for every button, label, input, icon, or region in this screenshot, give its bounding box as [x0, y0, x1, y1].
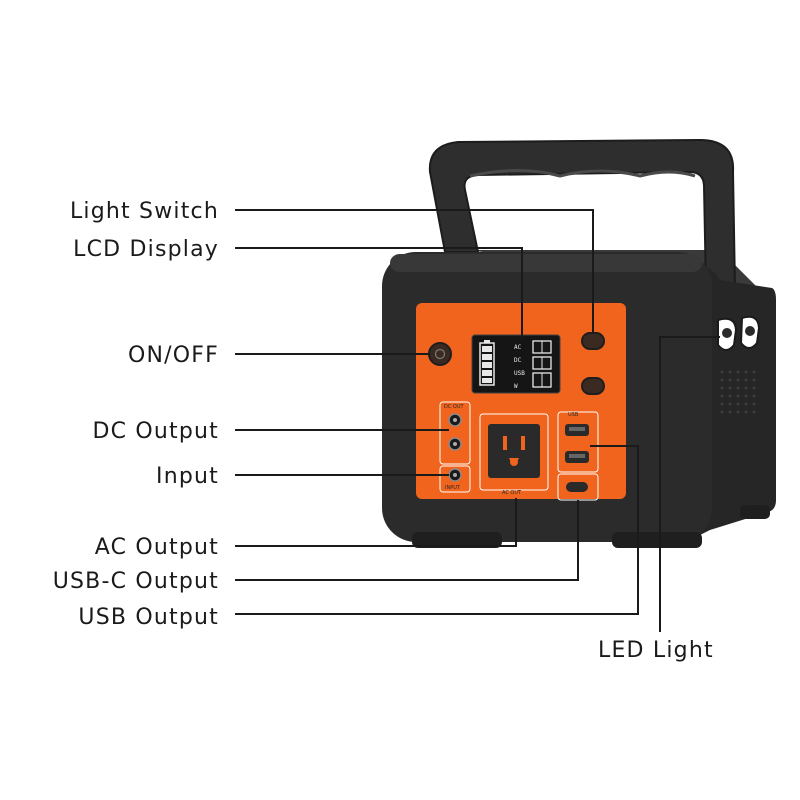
power-icon	[434, 348, 446, 360]
callout-input: Input	[156, 464, 219, 489]
ac-out-label: AC OUT	[502, 490, 522, 496]
callout-on-off: ON/OFF	[128, 343, 219, 368]
lcd-display: AC DC USB W	[471, 334, 561, 394]
foot-left	[412, 532, 502, 548]
callout-usb-output: USB Output	[78, 605, 219, 630]
leader-usb-c-output	[235, 500, 579, 581]
dc-switch-button[interactable]	[581, 377, 605, 395]
led-light-group	[717, 315, 761, 351]
handle-grip-highlight	[469, 169, 696, 178]
ac-outlet[interactable]	[488, 424, 540, 478]
battery-icon	[479, 340, 495, 386]
usb-label: USB	[568, 412, 579, 418]
leader-led-light	[659, 336, 720, 632]
input-label: INPUT	[445, 485, 461, 491]
lcd-row-ac: AC	[514, 344, 522, 351]
lcd-row-w: W	[514, 383, 518, 390]
lcd-row-usb: USB	[514, 370, 525, 377]
usb-c-port[interactable]	[566, 482, 588, 492]
ac-outlet-group: AC OUT	[479, 413, 549, 496]
leader-lines	[235, 209, 720, 632]
callout-labels: Light Switch LCD Display ON/OFF DC Outpu…	[53, 199, 714, 663]
body-top-bevel	[390, 254, 702, 272]
callout-usb-c-output: USB-C Output	[53, 569, 219, 594]
leader-ac-output	[235, 498, 517, 547]
orange-panel	[416, 303, 626, 499]
lcd-row-dc: DC	[514, 357, 522, 364]
side-vent	[720, 370, 756, 414]
dc-out-label: DC OUT	[444, 404, 465, 410]
leader-light-switch	[235, 209, 594, 333]
power-station: AC DC USB W DC OUT INPU	[382, 138, 776, 548]
dc-port-group: DC OUT	[439, 401, 471, 465]
callout-light-switch: Light Switch	[70, 199, 219, 224]
foot-side	[740, 505, 770, 519]
usb-c-label: USB-C	[568, 501, 584, 507]
leader-usb-output	[235, 445, 639, 615]
callout-ac-output: AC Output	[95, 535, 219, 560]
foot-right	[612, 532, 702, 548]
callout-led-light: LED Light	[598, 638, 714, 663]
usb-port-group: USB	[557, 411, 599, 473]
light-switch-button[interactable]	[581, 332, 605, 350]
callout-lcd-display: LCD Display	[73, 237, 219, 262]
callout-dc-output: DC Output	[92, 419, 219, 444]
power-button[interactable]	[428, 342, 452, 366]
usb-c-port-group: USB-C	[557, 473, 599, 507]
leader-lcd-display	[235, 247, 523, 338]
